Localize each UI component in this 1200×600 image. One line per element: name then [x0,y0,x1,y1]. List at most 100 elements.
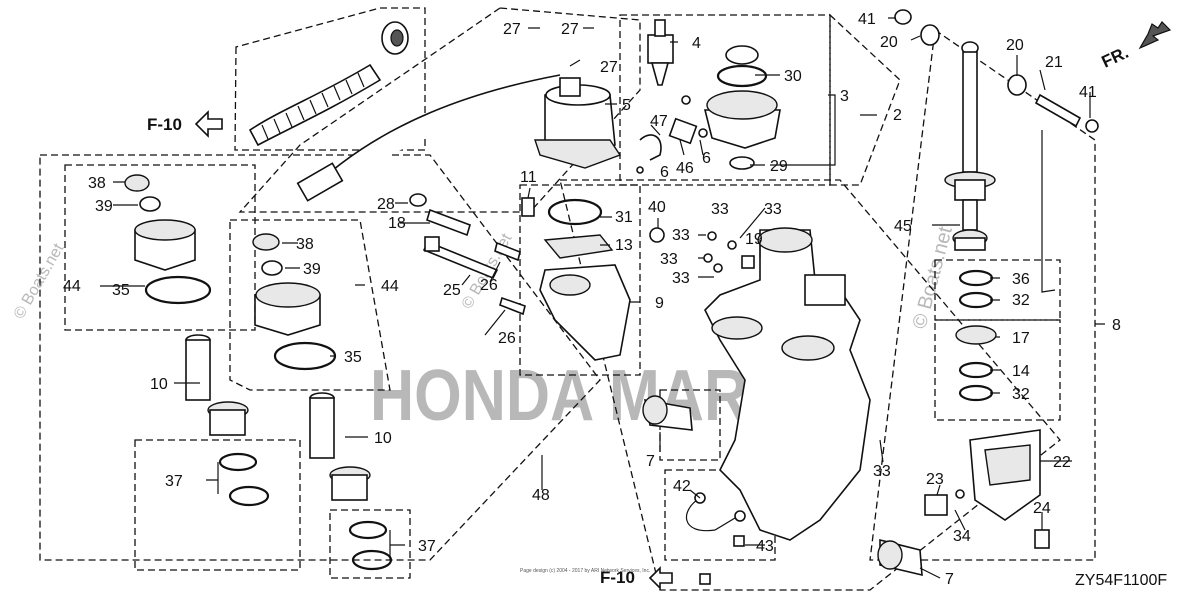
part-rod-10-right [309,392,371,501]
part-bolt-25 [422,236,499,280]
callout-29: 29 [770,158,788,175]
part-seals-right [955,269,997,402]
callout-34: 34 [953,528,971,545]
callout-7: 7 [646,453,655,470]
callout-25: 25 [443,282,461,299]
part-fitting-7 [642,395,923,577]
diagram-code: ZY54F1100F [1075,572,1167,589]
callout-33: 33 [711,201,729,218]
part-hardware [636,95,708,174]
page-ref-bottom-label: F-10 [600,568,635,587]
part-main-case [704,227,871,541]
page-ref-top-label: F-10 [147,115,182,134]
page-ref-arrow-bottom: F-10 [600,566,673,590]
callout-19: 19 [745,231,763,248]
callout-5: 5 [622,97,631,114]
callout-33: 33 [672,227,690,244]
callout-36: 36 [1012,271,1030,288]
callout-24: 24 [1033,500,1051,517]
callout-10: 10 [150,376,168,393]
callout-41: 41 [858,11,876,28]
callout-23: 23 [926,471,944,488]
page-ref-arrow-top: F-10 [147,110,223,138]
callout-35: 35 [112,282,130,299]
callout-42: 42 [673,478,691,495]
part-bolts-26 [494,241,526,316]
callout-8: 8 [1112,317,1121,334]
front-direction-indicator: FR. [1099,21,1172,72]
callout-30: 30 [784,68,802,85]
callout-18: 18 [388,215,406,232]
callout-27: 27 [561,21,579,38]
watermark-boats-left: © Boats.net [11,240,68,322]
callout-10: 10 [374,430,392,447]
callout-14: 14 [1012,363,1030,380]
callout-33: 33 [764,201,782,218]
part-motor [534,77,622,169]
callout-33: 33 [660,251,678,268]
callout-39: 39 [303,261,321,278]
callout-31: 31 [615,209,633,226]
callout-7: 7 [945,571,954,588]
part-reservoir [703,45,781,170]
callout-6: 6 [660,164,669,181]
part-spring-18 [409,193,471,237]
callout-13: 13 [615,237,633,254]
part-anode-22 [924,429,1050,549]
part-valve-body [539,264,631,361]
callout-44: 44 [381,278,399,295]
callout-41: 41 [1079,84,1097,101]
callout-44: 44 [63,278,81,295]
callout-9: 9 [655,295,664,312]
copyright-notice: Page design (c) 2004 - 2017 by ARI Netwo… [520,568,650,574]
callout-43: 43 [756,538,774,555]
watermark-boats-right: © Boats.net [909,224,957,331]
callout-37: 37 [165,473,183,490]
callout-6: 6 [702,150,711,167]
callout-20: 20 [880,34,898,51]
part-hose [248,63,382,147]
part-sensor [647,19,674,86]
callout-32: 32 [1012,386,1030,403]
part-cable [296,74,561,202]
callout-33: 33 [672,270,690,287]
part-rings-37 [218,452,393,571]
leader-lines [100,17,1105,579]
callout-11: 11 [520,169,537,186]
callout-21: 21 [1045,54,1063,71]
callout-labels: 41 20 27 27 27 4 30 3 5 2 47 6 46 6 29 2… [63,11,1121,588]
callout-22: 22 [1053,454,1071,471]
front-direction-label: FR. [1099,43,1132,72]
part-rod-10-left [185,334,249,436]
callout-38: 38 [296,236,314,253]
callout-26: 26 [498,330,516,347]
callout-26: 26 [480,277,498,294]
callout-27: 27 [600,59,618,76]
part-pin-21 [894,9,1099,133]
callout-20: 20 [1006,37,1024,54]
front-direction-arrow [1138,21,1172,50]
callout-3: 3 [840,88,849,105]
part-wire-42 [685,492,746,585]
part-piston-left [124,174,212,305]
part-ring-31 [543,198,614,259]
callout-17: 17 [1012,330,1030,347]
callout-28: 28 [377,196,395,213]
callout-27: 27 [503,21,521,38]
callout-40: 40 [648,199,666,216]
part-fitting-top [381,21,409,55]
callout-4: 4 [692,35,701,52]
callout-35: 35 [344,349,362,366]
callout-37: 37 [418,538,436,555]
callout-32: 32 [1012,292,1030,309]
callout-46: 46 [676,160,694,177]
callout-48: 48 [532,487,550,504]
part-small-fittings [649,227,755,273]
callout-39: 39 [95,198,113,215]
part-bolt-11 [521,197,535,217]
callout-2: 2 [893,107,902,124]
callout-45: 45 [894,218,912,235]
callout-38: 38 [88,175,106,192]
part-shapes [124,9,1099,585]
